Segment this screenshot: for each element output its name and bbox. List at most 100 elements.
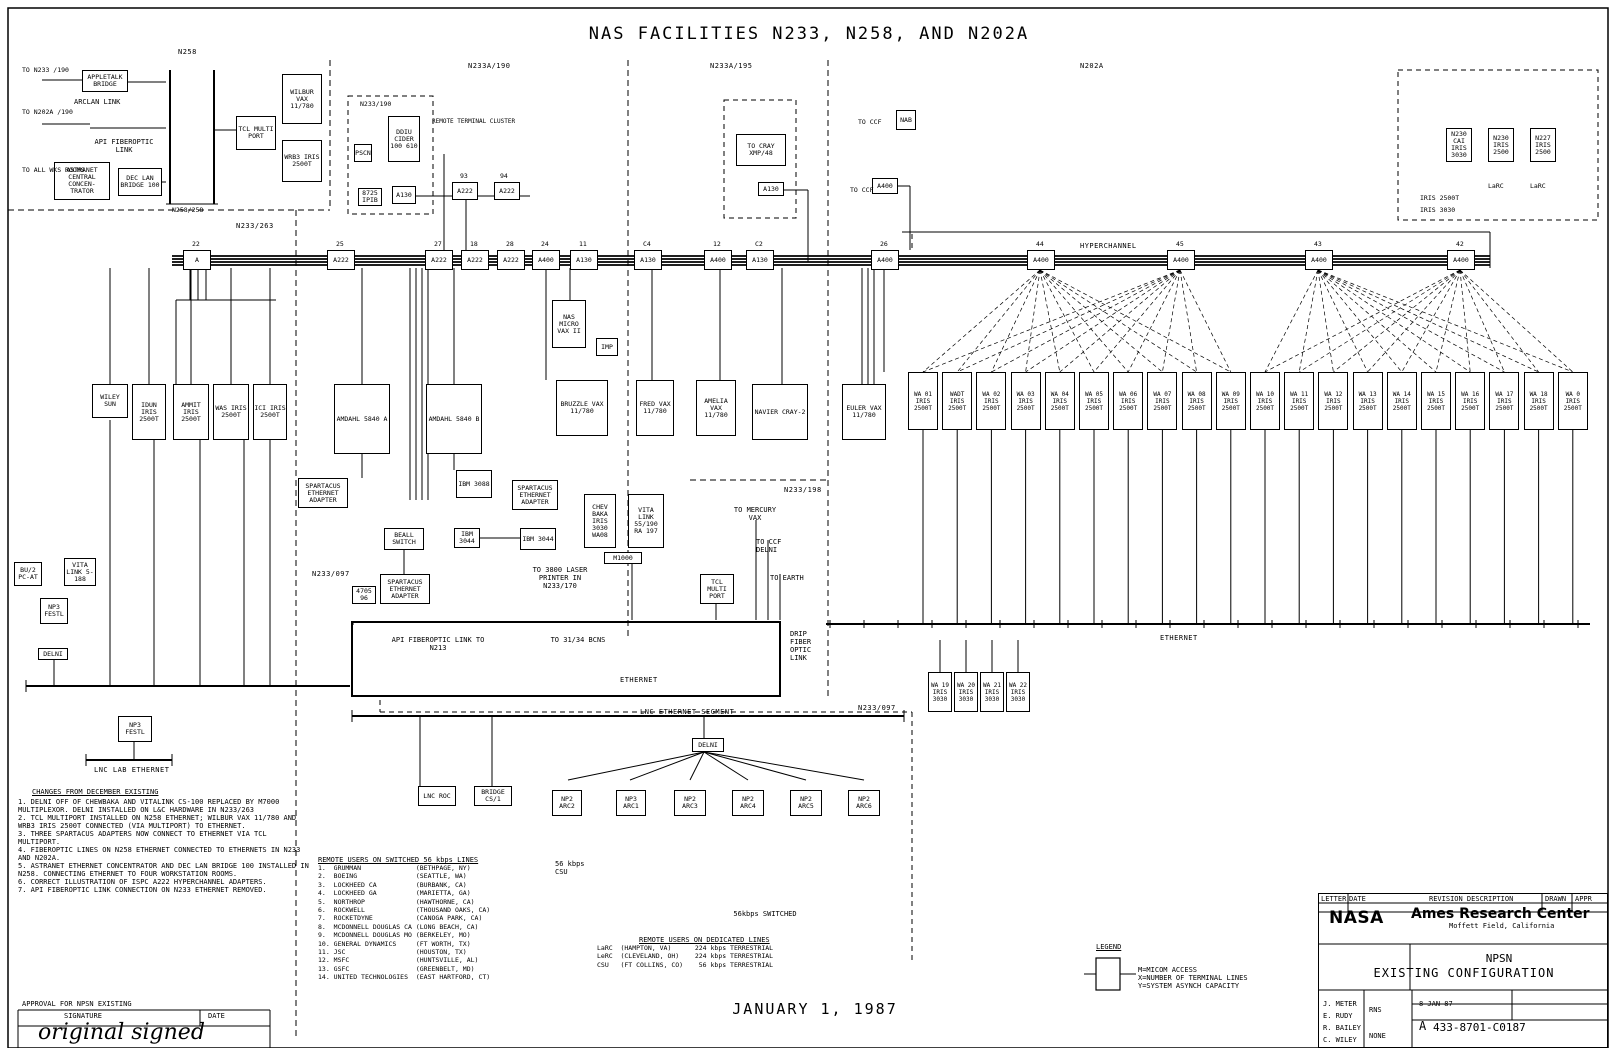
center-location: Moffett Field, California xyxy=(1449,922,1554,930)
legend-heading: LEGEND xyxy=(1096,943,1121,951)
release-date: 8 JAN 87 xyxy=(1419,1000,1453,1008)
wire xyxy=(704,752,806,780)
wire xyxy=(1318,270,1402,372)
earth-label: TO EARTH xyxy=(770,574,810,582)
section-label: N233/097 xyxy=(312,570,350,578)
wire xyxy=(1436,270,1460,372)
api-fiberoptic-label: API FIBEROPTIC LINK TO N213 xyxy=(388,636,488,652)
iris-workstation: WA 03 IRIS 2500T xyxy=(1011,372,1041,430)
n258-label: N258/258 xyxy=(172,206,203,214)
drawn-by: J. METER xyxy=(1323,1000,1357,1008)
section-label: N202A xyxy=(1080,62,1104,70)
adapter-number-label: 42 xyxy=(1456,240,1464,248)
drip-fiber-label: DRIP FIBER OPTIC LINK xyxy=(790,630,826,662)
hyperchannel-adapter-28: A222 xyxy=(497,250,525,270)
switched-heading: REMOTE USERS ON SWITCHED 56 kbps LINES xyxy=(318,856,608,864)
host-10: AMELIA VAX 11/780 xyxy=(696,380,736,436)
lower-device-8: DELNI xyxy=(692,738,724,752)
hyperchannel-adapter-24: A400 xyxy=(532,250,560,270)
to-ccf-2: TO CCF xyxy=(850,186,873,194)
device-8: VITA LINK 55/190 RA 197 xyxy=(628,494,664,548)
switched-user: 8. MCDONNELL DOUGLAS CA (LONG BEACH, CA) xyxy=(318,923,608,931)
appletalk-bridge: APPLETALK BRIDGE xyxy=(82,70,128,92)
host-12: EULER VAX 11/780 xyxy=(842,384,886,440)
iris-workstation: WA 11 IRIS 2500T xyxy=(1284,372,1314,430)
device-10: TCL MULTI PORT xyxy=(700,574,734,604)
lower-device-11: NP3 FESTL xyxy=(118,716,152,742)
lower-device-2: NP2 ARC2 xyxy=(552,790,582,816)
lower-device-13: VITA LINK 5-188 xyxy=(64,558,96,586)
engineer: R. BAILEY xyxy=(1323,1024,1361,1032)
wire xyxy=(1460,270,1470,372)
pscn: PSCN xyxy=(354,144,372,162)
lower-device-5: NP2 ARC4 xyxy=(732,790,764,816)
tcl-multiport: TCL MULTI PORT xyxy=(236,116,276,150)
hyperchannel-adapter-22: A xyxy=(183,250,211,270)
switched-user: 14. UNITED TECHNOLOGIES (EAST HARTFORD, … xyxy=(318,973,608,981)
note-item: 7. API FIBEROPTIC LINK CONNECTION ON N23… xyxy=(18,886,310,894)
wire xyxy=(1094,270,1180,372)
title-block: LETTER DATE REVISION DESCRIPTION DRAWN A… xyxy=(1318,893,1608,1048)
device-4: IBM 3044 xyxy=(454,528,480,548)
iris-workstation: WA 18 IRIS 2500T xyxy=(1524,372,1554,430)
adapter-number-label: 43 xyxy=(1314,240,1322,248)
section-label: N258 xyxy=(178,48,197,56)
hyperchannel-adapter-44: A400 xyxy=(1027,250,1055,270)
lower-device-4: NP2 ARC3 xyxy=(674,790,706,816)
checked-by: E. RUDY xyxy=(1323,1012,1353,1020)
section-label: N233A/190 xyxy=(468,62,510,70)
sheet-size: A xyxy=(1419,1019,1426,1033)
host-4: ICI IRIS 2500T xyxy=(253,384,287,440)
lower-device-3: NP3 ARC1 xyxy=(616,790,646,816)
rev-appr-col: APPR xyxy=(1575,895,1592,903)
note-item: 5. ASTRANET ETHERNET CONCENTRATOR AND DE… xyxy=(18,862,310,878)
dedicated-user: CSU (FT COLLINS, CO) 56 kbps TERRESTRIAL xyxy=(597,961,877,969)
wire xyxy=(1040,270,1197,372)
wire xyxy=(1368,270,1460,372)
ddiu-cider: DDIU CIDER 100 610 xyxy=(388,116,420,162)
adapter-number-label: C2 xyxy=(755,240,763,248)
switched-user: 6. ROCKWELL (THOUSAND OAKS, CA) xyxy=(318,906,608,914)
to-n202a-label: TO N202A /190 xyxy=(22,108,73,116)
lower-device-0: LNC ROC xyxy=(418,786,456,806)
adapter-number-label: 28 xyxy=(506,240,514,248)
device-3: IBM 3088 xyxy=(456,470,492,498)
wire xyxy=(1460,270,1573,372)
larc-col: LaRC xyxy=(1530,182,1546,190)
remote-terminal-label: REMOTE TERMINAL CLUSTER xyxy=(432,118,515,125)
drawing-number: 433-8701-C0187 xyxy=(1433,1021,1526,1034)
wire xyxy=(1040,270,1128,372)
iris-workstation: WA 05 IRIS 2500T xyxy=(1079,372,1109,430)
to-ccf-1: TO CCF xyxy=(858,118,881,126)
iris-workstation: WA 10 IRIS 2500T xyxy=(1250,372,1280,430)
code: RNS xyxy=(1369,1006,1382,1014)
wilbur-vax: WILBUR VAX 11/780 xyxy=(282,74,322,124)
lower-device-10: NP3 FESTL xyxy=(40,598,68,624)
approval-label: APPROVAL FOR NPSN EXISTING xyxy=(22,1000,132,1008)
date-col: DATE xyxy=(208,1012,225,1020)
adapter-number-label: 25 xyxy=(336,240,344,248)
a130-cray: A130 xyxy=(758,182,784,196)
wire xyxy=(1318,270,1436,372)
to-n233-label: TO N233 /190 xyxy=(22,66,69,74)
lower-device-12: BU/2 PC-AT xyxy=(14,562,42,586)
hyperchannel-adapter-45: A400 xyxy=(1167,250,1195,270)
ipib-8725: 8725 IPIB xyxy=(358,188,382,206)
note-item: 4. FIBEROPTIC LINES ON N258 ETHERNET CON… xyxy=(18,846,310,862)
ethernet-label: ETHERNET xyxy=(620,676,658,684)
notes-heading: CHANGES FROM DECEMBER EXISTING xyxy=(32,788,310,796)
wire xyxy=(1040,270,1162,372)
wrb3-iris: WRB3 IRIS 2500T xyxy=(282,140,322,182)
wire xyxy=(1318,270,1539,372)
rev-desc-col: REVISION DESCRIPTION xyxy=(1429,895,1513,903)
switched-user: 5. NORTHROP (HAWTHORNE, CA) xyxy=(318,898,608,906)
hyperchannel-adapter-C4: A130 xyxy=(634,250,662,270)
hyperchannel-label: HYPERCHANNEL xyxy=(1080,242,1137,250)
rev-date-col: DATE xyxy=(1349,895,1366,903)
laser-printer-label: TO 3800 LASER PRINTER IN N233/170 xyxy=(520,566,600,590)
a400-ccf: A400 xyxy=(872,178,898,194)
iris-workstation: WA 06 IRIS 2500T xyxy=(1113,372,1143,430)
rev-drawn-col: DRAWN xyxy=(1545,895,1566,903)
device-6: BEALL SWITCH xyxy=(384,528,424,550)
